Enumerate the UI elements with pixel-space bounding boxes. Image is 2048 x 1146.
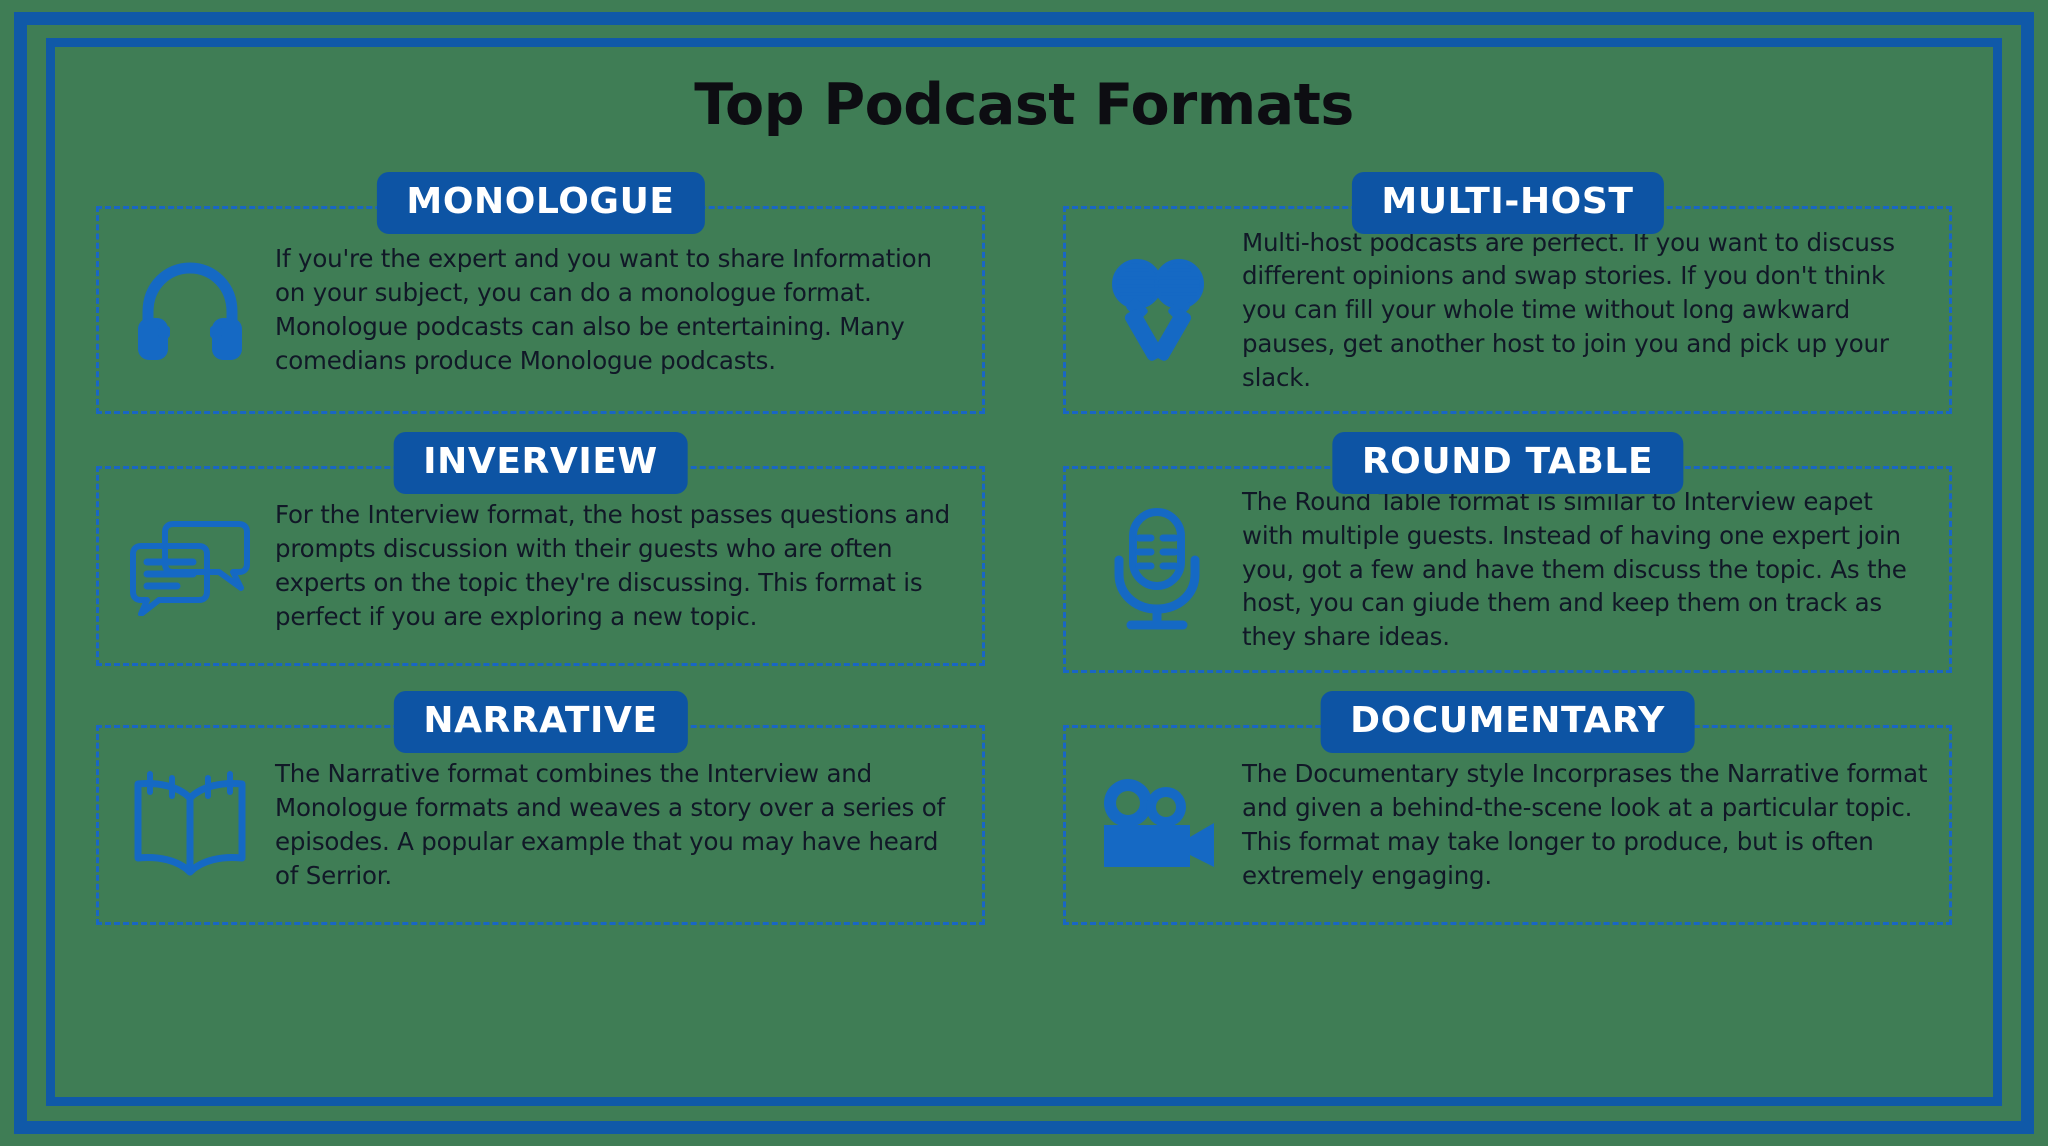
card-text-multi-host: Multi-host podcasts are perfect. If you … bbox=[1242, 227, 1895, 392]
format-card-multi-host: MULTI-HOST bbox=[1063, 172, 1952, 414]
format-card-narrative: NARRATIVE bbox=[96, 690, 985, 925]
card-body-monologue: If you're the expert and you want to sha… bbox=[96, 206, 985, 414]
card-text-monologue: If you're the expert and you want to sha… bbox=[275, 244, 932, 375]
card-text-documentary: The Documentary style Incorprases the Na… bbox=[1242, 759, 1928, 890]
card-badge-documentary: DOCUMENTARY bbox=[1320, 690, 1695, 753]
open-book-icon bbox=[115, 770, 265, 880]
card-badge-round-table: ROUND TABLE bbox=[1331, 432, 1684, 494]
card-text-inverview: For the Interview format, the host passe… bbox=[275, 500, 950, 631]
format-card-documentary: DOCUMENTARY bbox=[1063, 690, 1952, 925]
card-body-documentary: The Documentary style Incorprases the Na… bbox=[1063, 724, 1952, 925]
card-badge-inverview: INVERVIEW bbox=[393, 432, 688, 494]
inner-frame bbox=[46, 38, 2002, 1106]
outer-frame bbox=[14, 12, 2034, 1134]
card-badge-narrative: NARRATIVE bbox=[393, 690, 688, 753]
card-badge-multi-host: MULTI-HOST bbox=[1351, 172, 1664, 234]
card-text-narrative: The Narrative format combines the Interv… bbox=[275, 759, 945, 890]
format-card-inverview: INVERVIEW bbox=[96, 432, 985, 673]
movie-camera-icon bbox=[1082, 775, 1232, 875]
card-body-round-table: The Round Table format is similar to Int… bbox=[1063, 466, 1952, 673]
card-body-inverview: For the Interview format, the host passe… bbox=[96, 466, 985, 666]
poster-content: Top Podcast Formats MONOLOGUE bbox=[62, 54, 1986, 1090]
format-card-monologue: MONOLOGUE If you're the exp bbox=[96, 172, 985, 414]
card-body-multi-host: Multi-host podcasts are perfect. If you … bbox=[1063, 206, 1952, 414]
headphones-icon bbox=[115, 256, 265, 364]
format-card-grid: MONOLOGUE If you're the exp bbox=[96, 172, 1952, 925]
page-title: Top Podcast Formats bbox=[694, 72, 1354, 138]
studio-microphone-icon bbox=[1082, 508, 1232, 630]
crossed-microphones-icon bbox=[1082, 254, 1232, 366]
card-badge-monologue: MONOLOGUE bbox=[376, 172, 705, 234]
format-card-round-table: ROUND TABLE bbox=[1063, 432, 1952, 673]
card-body-narrative: The Narrative format combines the Interv… bbox=[96, 724, 985, 925]
speech-bubbles-icon bbox=[115, 516, 265, 616]
card-text-round-table: The Round Table format is similar to Int… bbox=[1242, 487, 1907, 652]
